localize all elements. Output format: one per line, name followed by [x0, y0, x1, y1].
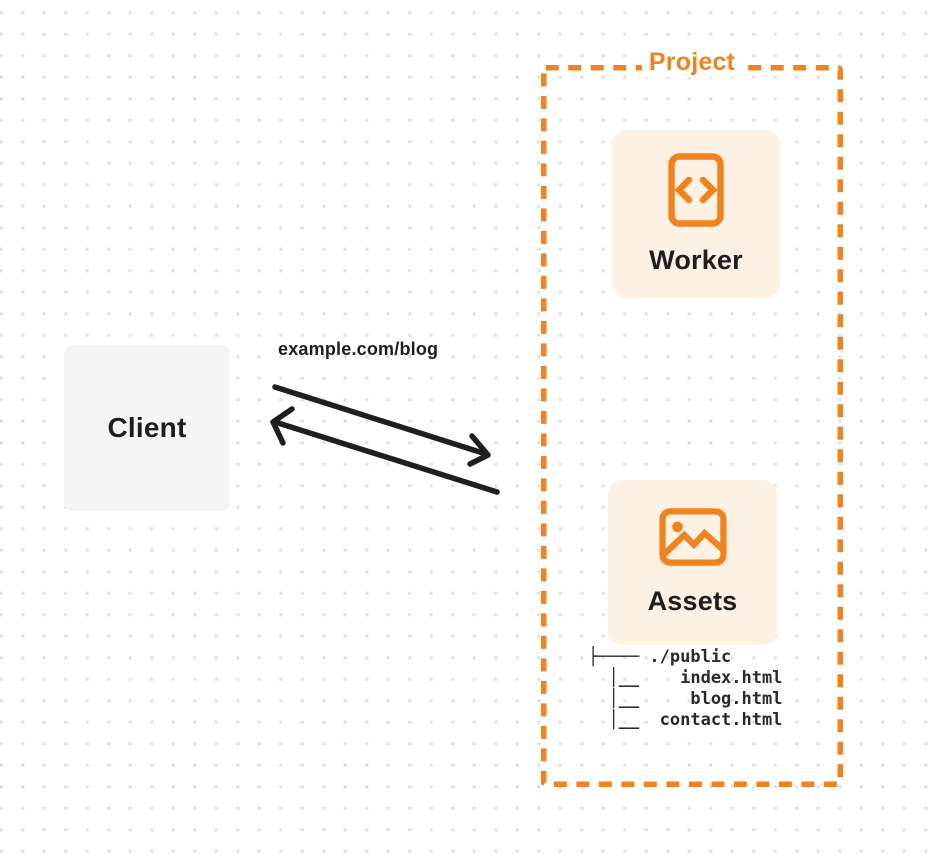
worker-label: Worker [649, 244, 743, 275]
request-url-label: example.com/blog [278, 339, 439, 359]
image-icon [658, 508, 727, 566]
code-file-icon [668, 152, 724, 227]
assets-label: Assets [647, 586, 738, 616]
assets-file-tree: ├──── ./public │__ index.html │__ blog.h… [588, 647, 783, 730]
client-label: Client [107, 412, 187, 443]
project-group: Project Worker Assets ├──── ./public │__… [541, 48, 843, 787]
response-arrowhead [270, 406, 295, 446]
request-arrow-line [272, 384, 489, 457]
client-node: Client [64, 345, 230, 511]
request-arrowhead [467, 433, 491, 467]
project-label: Project [641, 48, 743, 77]
assets-node: Assets [608, 480, 777, 645]
response-arrow-line [272, 419, 500, 495]
worker-node: Worker [612, 130, 780, 298]
